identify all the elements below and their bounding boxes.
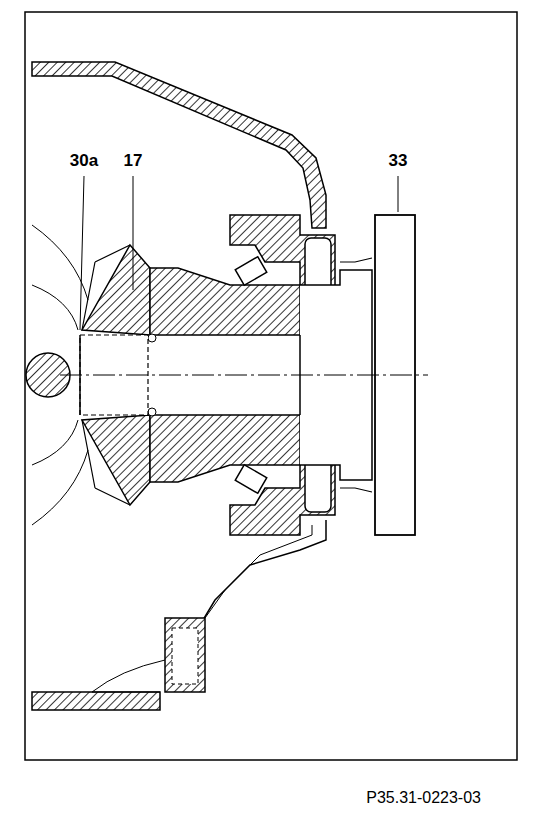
leader-line	[133, 176, 134, 290]
taper-roller	[235, 465, 267, 494]
leader-line	[80, 176, 84, 330]
center-line	[60, 375, 428, 376]
housing-wall	[32, 62, 326, 228]
leader-line	[398, 176, 399, 212]
pinion-shaft	[150, 268, 300, 335]
frame	[25, 12, 517, 760]
housing-edge	[92, 660, 165, 692]
pinion-gear	[82, 245, 150, 335]
o-ring	[148, 408, 156, 416]
taper-roller	[235, 257, 267, 286]
o-ring	[148, 334, 156, 342]
boss	[165, 618, 205, 692]
pinion-gear	[82, 415, 150, 505]
callout-number: 33	[388, 152, 409, 169]
figure-id: P35.31-0223-03	[365, 790, 482, 806]
housing-edge	[205, 525, 312, 618]
callout-number: 30a	[69, 152, 99, 169]
pinion-shaft	[150, 415, 300, 482]
hidden-bore	[172, 628, 198, 684]
housing-wall	[32, 692, 160, 710]
housing-edge	[200, 520, 326, 625]
callout-number: 17	[123, 152, 144, 169]
